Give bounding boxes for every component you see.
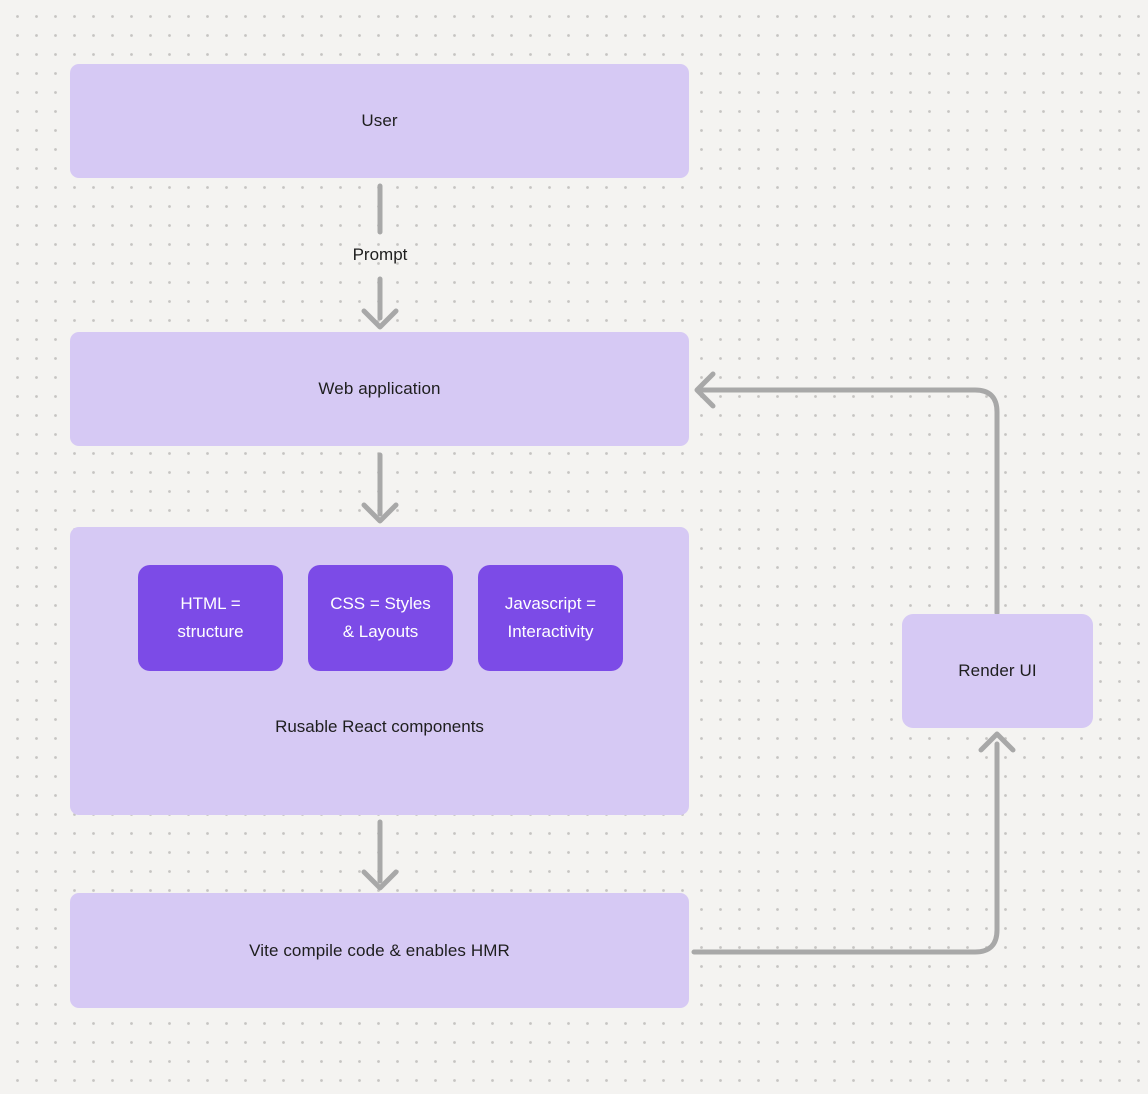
- node-user-label: User: [361, 111, 398, 130]
- edge-renderui-to-webapp-line: [698, 387, 1000, 616]
- node-vite-label: Vite compile code & enables HMR: [249, 940, 510, 960]
- node-render-ui: Render UI: [902, 614, 1093, 728]
- node-vite: Vite compile code & enables HMR: [70, 893, 689, 1008]
- chip-html-line2: structure: [177, 622, 244, 641]
- node-web-application-label: Web application: [318, 379, 441, 398]
- chip-javascript-line2: Interactivity: [507, 622, 594, 641]
- chip-html: HTML = structure: [138, 565, 283, 671]
- chip-css: CSS = Styles & Layouts: [308, 565, 453, 671]
- edge-prompt-label: Prompt: [352, 245, 408, 264]
- node-render-ui-label: Render UI: [958, 661, 1037, 680]
- node-web-application: Web application: [70, 332, 689, 446]
- edge-renderui-to-webapp-arrowhead-icon: [694, 371, 716, 409]
- chip-html-line1: HTML =: [180, 594, 241, 613]
- react-components-group-content: HTML = structure CSS = Styles & Layouts …: [70, 527, 689, 815]
- edge-prompt-to-webapp-arrowhead-icon: [361, 308, 399, 330]
- edge-webapp-to-components-arrowhead-icon: [361, 502, 399, 524]
- chip-css-line2: & Layouts: [342, 622, 419, 641]
- chip-javascript-line1: Javascript =: [504, 594, 597, 613]
- chip-javascript: Javascript = Interactivity: [478, 565, 623, 671]
- chip-css-line1: CSS = Styles: [330, 594, 431, 613]
- edge-vite-to-renderui-line: [691, 741, 1000, 955]
- node-user: User: [70, 64, 689, 178]
- edge-vite-to-renderui-arrowhead-icon: [978, 731, 1016, 753]
- edge-components-to-vite-arrowhead-icon: [361, 869, 399, 891]
